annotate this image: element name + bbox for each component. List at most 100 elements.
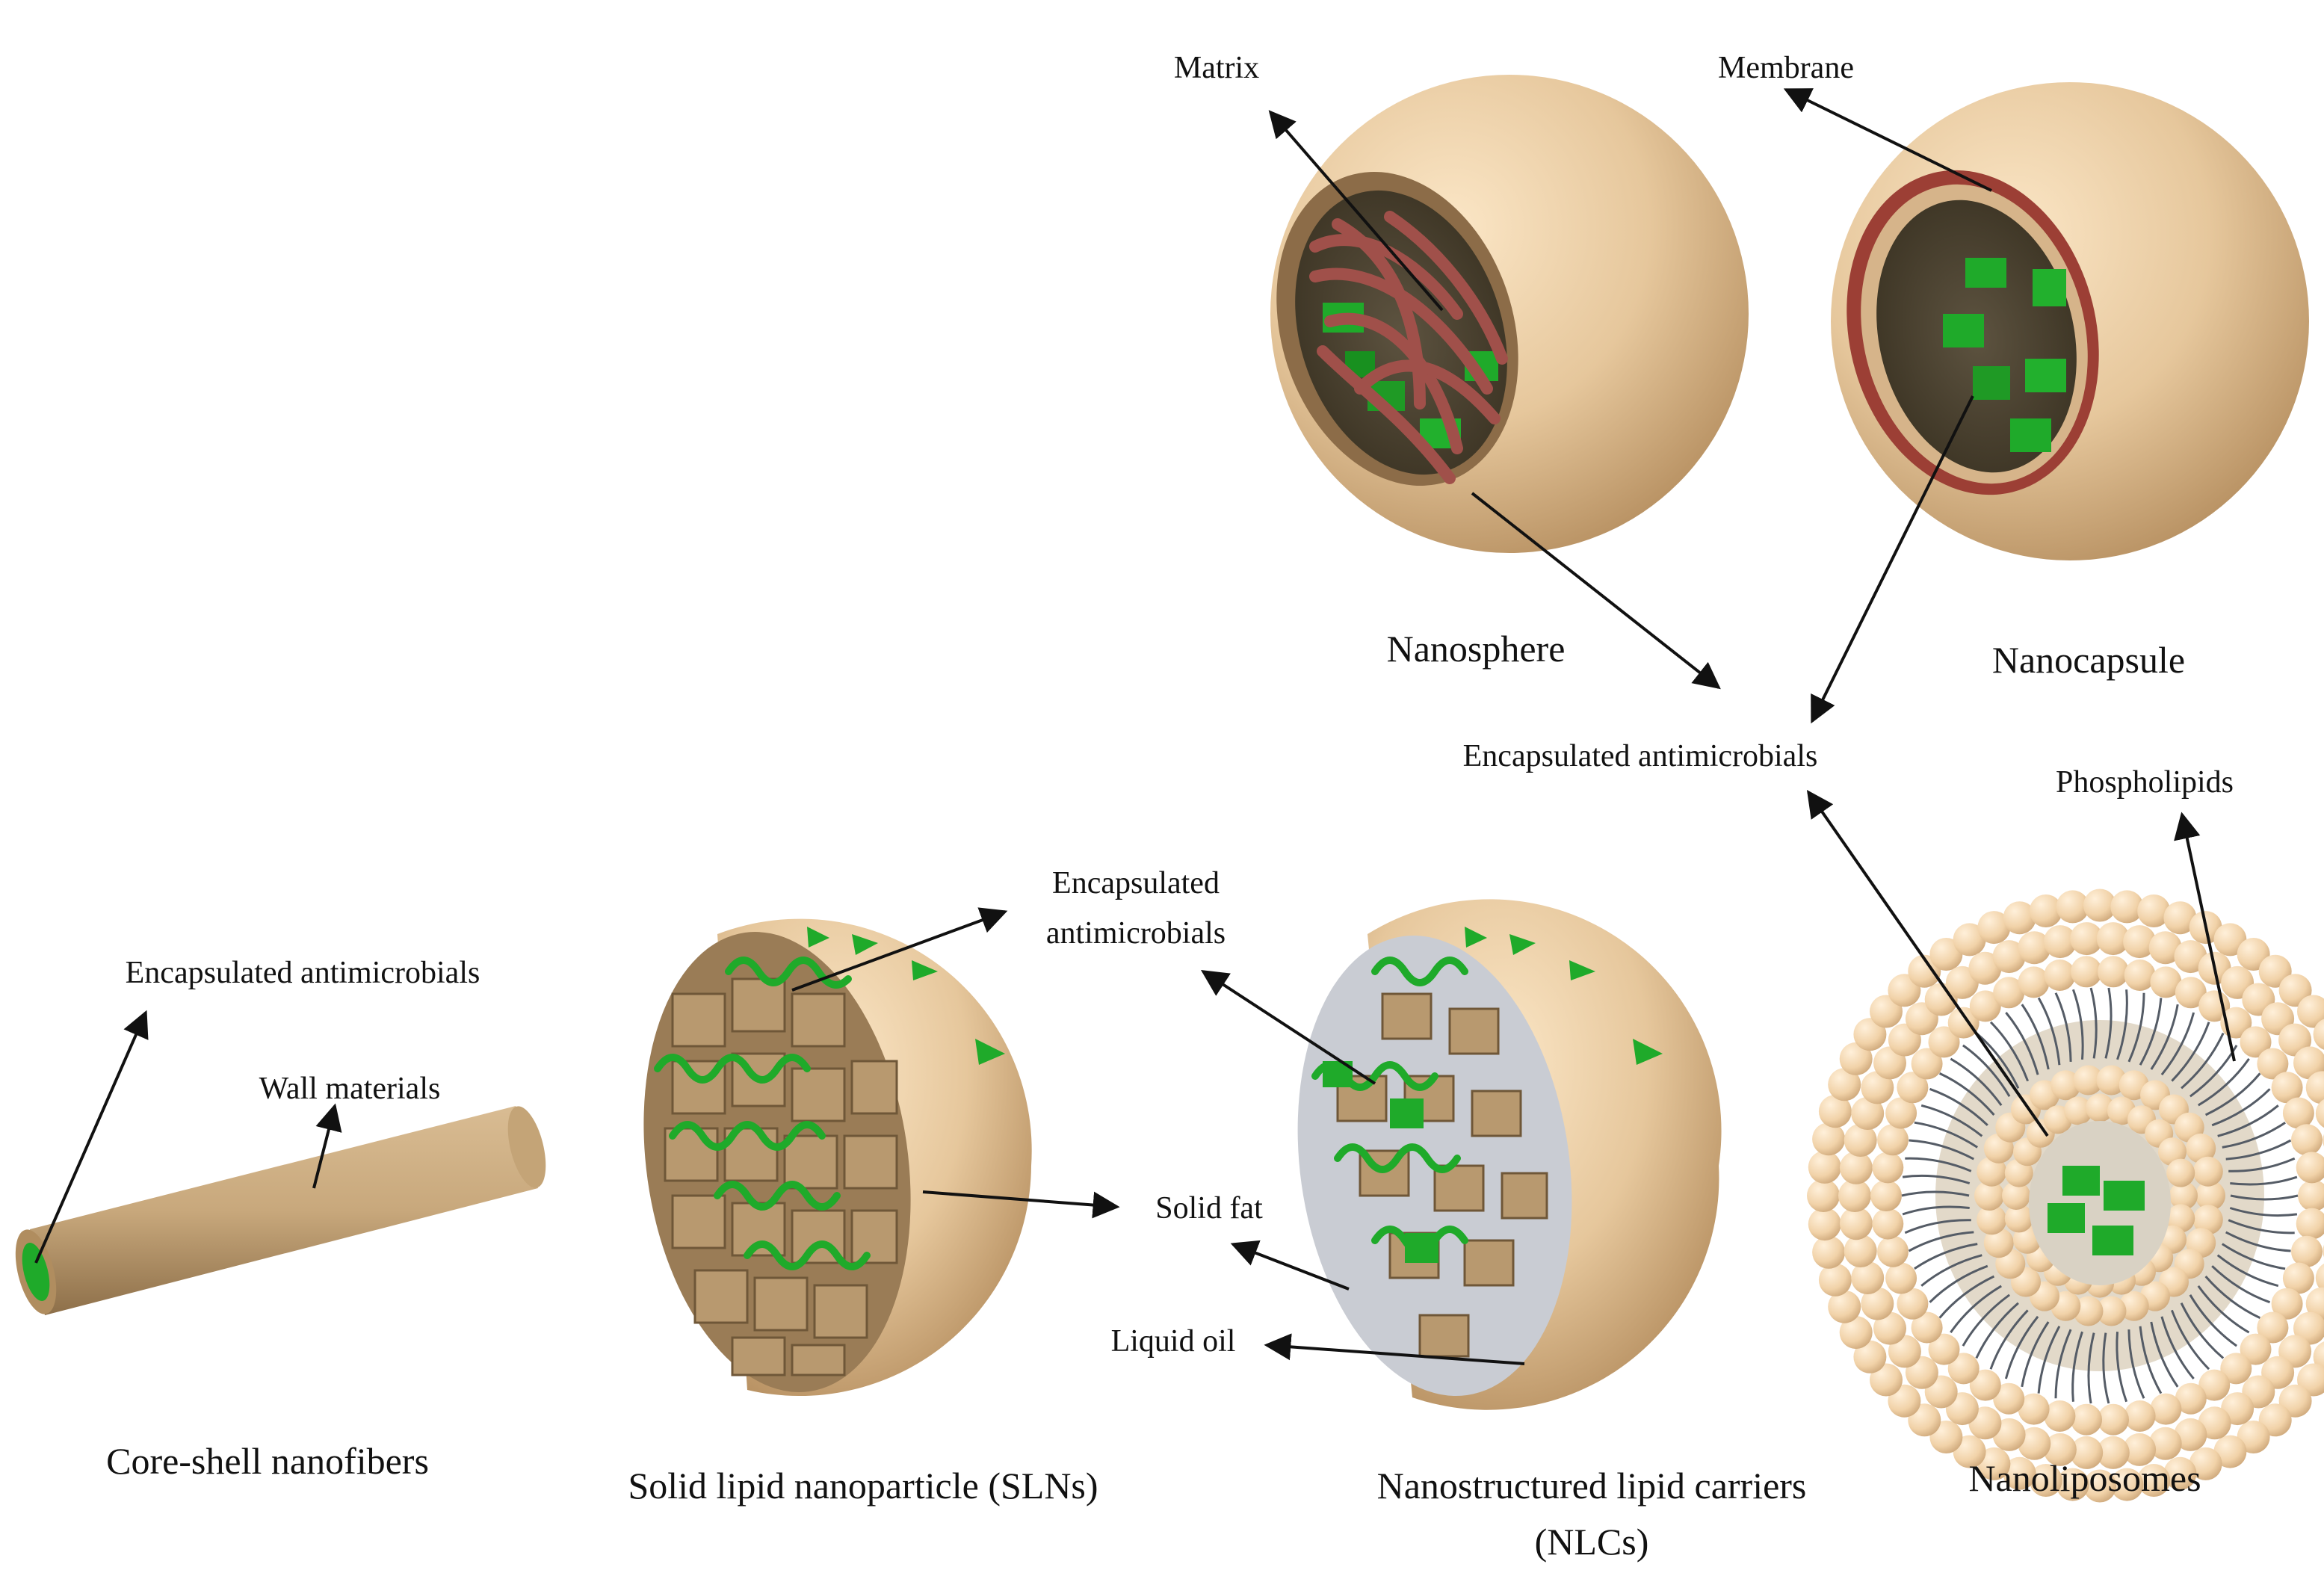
lipid-tail [2071,1331,2083,1402]
phospholipid-bead [1861,1071,1894,1104]
lipid-tail [1950,1057,2003,1106]
lipid-tail [2180,1302,2225,1359]
phospholipid-bead [2018,1427,2051,1460]
phospholipid-bead [2073,1065,2104,1096]
phospholipid-bead [1977,1156,2007,1187]
phospholipid-bead [2124,1400,2156,1432]
lipid-tail [2037,1326,2061,1394]
phospholipid-bead [2189,1447,2222,1480]
lipid-tail [2171,1022,2210,1082]
phospholipid-bead [2096,1436,2130,1469]
phospholipid-bead [1992,940,2026,974]
arrow-wall-materials [312,1103,342,1189]
lipid-tail [2104,987,2113,1059]
lipid-tail [2116,989,2128,1060]
phospholipid-bead [2018,1393,2050,1425]
phospholipid-bead [1969,1369,2001,1401]
phospholipid-bead [2083,889,2116,922]
label-encapsulated-antimicrobials-left: Encapsulated antimicrobials [126,956,480,990]
phospholipid-bead [1977,911,2011,945]
phospholipid-bead [1897,1288,1929,1320]
phospholipid-bead [2175,1382,2207,1415]
phospholipid-bead [1839,1207,1873,1240]
phospholipid-bead [2305,1287,2324,1320]
phospholipid-bead [2169,1181,2198,1210]
phospholipid-bead [2296,1152,2324,1184]
sln-surface-triangles [807,927,1005,1065]
phospholipid-bead [2003,901,2036,935]
label-encapsulated-antimicrobials-top: Encapsulated antimicrobials [1463,739,1818,773]
phospholipid-bead [2175,977,2207,1009]
phospholipid-bead [2123,1433,2157,1466]
phospholipid-bead [1877,1235,1909,1267]
phospholipid-bead [1873,1311,1906,1345]
phospholipid-bead [1983,1228,2014,1258]
label-membrane: Membrane [1718,51,1854,85]
phospholipid-bead [1853,1340,1887,1373]
arrow-nanosphere-to-encapsulated [1471,492,1721,690]
phospholipid-bead [2166,1158,2195,1187]
phospholipid-bead [2071,1403,2102,1436]
label-core-shell-nanofibers: Core-shell nanofibers [106,1440,429,1482]
phospholipid-bead [2240,1026,2272,1058]
nanosphere-illustration [1270,75,1749,553]
lipid-tail [2150,1004,2179,1070]
lipid-tail [1929,1087,1988,1126]
lipid-tail [1962,1294,2010,1347]
lipid-tail [2228,1219,2295,1234]
lipid-tail [2222,1121,2286,1149]
label-wall-materials: Wall materials [259,1072,441,1106]
phospholipid-bead [2070,922,2104,956]
arrows [34,88,2236,1365]
phospholipid-bead [1993,1382,2025,1415]
phospholipid-bead [1928,1026,1960,1058]
lipid-tail [1902,1205,1970,1216]
sln-illustration [643,918,1032,1397]
lipid-tail [2189,1294,2237,1347]
phospholipid-bead [2137,894,2171,927]
phospholipid-bead [2257,1311,2289,1344]
phospholipid-bead [2056,890,2089,924]
lipid-tail [2229,1207,2298,1217]
lipid-tail [1905,1157,1972,1172]
arrow-liposome-to-encapsulated [1806,790,2049,1137]
lipid-tail [1920,1104,1983,1137]
liposome-green-blocks [2048,1166,2145,1255]
label-nanocapsule: Nanocapsule [1992,639,2185,681]
phospholipid-bead [2148,931,2182,965]
phospholipid-bead [2148,1427,2182,1460]
phospholipid-bead [2298,1180,2324,1211]
phospholipid-bead [1839,1316,1873,1350]
phospholipid-bead [1818,1263,1852,1297]
lipid-tail [1901,1190,1970,1197]
lipid-tail [1938,1275,1995,1319]
phospholipid-bead [2291,1235,2323,1267]
lipid-tail [2160,1316,2195,1379]
lipid-tail [2071,989,2084,1060]
phospholipid-bead [2029,894,2062,927]
label-encapsulated-line2: antimicrobials [1046,916,1226,951]
phospholipid-bead [2096,922,2130,956]
lipid-tail [2181,1032,2225,1090]
phospholipid-bead [2315,1098,2324,1128]
lipid-tail [2127,992,2145,1063]
lipid-tail [1938,1072,1995,1116]
phospholipid-bead [2315,1263,2324,1293]
phospholipid-bead [2043,925,2077,959]
label-nlc-line1: Nanostructured lipid carriers [1377,1465,1807,1507]
lipid-tail [2139,998,2163,1066]
phospholipid-bead [1844,1124,1877,1157]
phospholipid-bead [2271,1288,2303,1320]
lipid-tail [2054,992,2072,1062]
lipid-tail [1929,1264,1988,1303]
lipid-tail [1902,1174,1971,1184]
phospholipid-bead [1812,1122,1846,1156]
lipid-tail [2225,1231,2291,1252]
lipid-tail [2005,1012,2039,1075]
label-nlc-line2: (NLCs) [1535,1521,1649,1563]
nlc-green-blocks [1323,1061,1438,1263]
phospholipid-bead [2123,925,2157,959]
lipid-tail [2054,1329,2072,1399]
phospholipid-bead [2064,1096,2092,1125]
phospholipid-bead [1969,990,2001,1022]
